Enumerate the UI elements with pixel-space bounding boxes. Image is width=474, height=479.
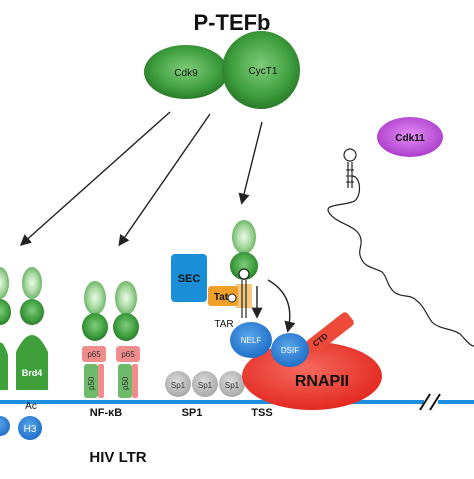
arrow-to-nfkb [118, 113, 211, 247]
p50-label-2: p50 [121, 376, 130, 390]
dna-break-marker [419, 393, 441, 411]
p50-box-2 [118, 364, 132, 398]
brd4-label: Brd4 [22, 368, 43, 378]
sp1-label-1: Sp1 [171, 381, 186, 390]
arrow-to-brd4 [19, 111, 171, 246]
sec-label: SEC [178, 273, 201, 285]
hiv-ltr-label: HIV LTR [89, 449, 146, 466]
arrow-to-tat [238, 121, 263, 205]
dsif-shape [271, 333, 309, 367]
nfkb-site-label: NF-κB [90, 407, 122, 419]
sp1-circle-2 [192, 371, 218, 397]
cyct1-shape [222, 31, 300, 109]
ac-label: Ac [25, 401, 37, 412]
nelf-shape [230, 322, 272, 358]
ctd-tail [306, 312, 354, 354]
p65-label-2: p65 [121, 350, 135, 359]
sp1-circle-1 [165, 371, 191, 397]
brd4-group: Brd4 Ac H3 [0, 267, 48, 440]
brd4-shape-left [0, 342, 8, 390]
p65-box-2 [116, 346, 140, 362]
tar-label: TAR [214, 319, 233, 330]
sp1-site-label: SP1 [182, 407, 203, 419]
sec-tat-complex: SEC Tat TAR [171, 220, 296, 333]
cdk9-label: Cdk9 [174, 68, 198, 79]
sp1-label-3: Sp1 [225, 381, 240, 390]
h3-left-partial [0, 416, 10, 436]
p50-label-1: p50 [87, 376, 96, 390]
tat-label: Tat [214, 292, 229, 303]
sp1-circle-3 [219, 371, 245, 397]
h3-label: H3 [24, 424, 37, 435]
p65-label-1: p65 [87, 350, 101, 359]
tss-label: TSS [251, 407, 272, 419]
sp1-group: Sp1 Sp1 Sp1 SP1 [165, 371, 245, 419]
sp1-label-2: Sp1 [198, 381, 213, 390]
nfkb-group: p65 p65 p50 p50 NF-κB [82, 281, 140, 419]
cdk11-label: Cdk11 [395, 133, 425, 144]
nelf-label: NELF [241, 336, 262, 345]
rnapii-label: RNAPII [295, 373, 349, 390]
rnapii-complex: RNAPII CTD DSIF NELF [230, 312, 382, 410]
ptefb-complex: Cdk9 CycT1 [144, 31, 300, 109]
nascent-rna [327, 148, 474, 347]
p50-box-1 [84, 364, 98, 398]
dsif-label: DSIF [281, 346, 299, 355]
p65-box-1 [82, 346, 106, 362]
h3-shape [18, 416, 42, 440]
brd4-shape [16, 335, 48, 390]
cdk11-shape [377, 117, 443, 157]
ptefb-title: P-TEFb [194, 10, 271, 35]
cyct1-label: CycT1 [249, 66, 278, 77]
arrow-to-dsif [267, 279, 296, 333]
cdk9-shape [144, 45, 228, 99]
sec-box [171, 254, 207, 302]
